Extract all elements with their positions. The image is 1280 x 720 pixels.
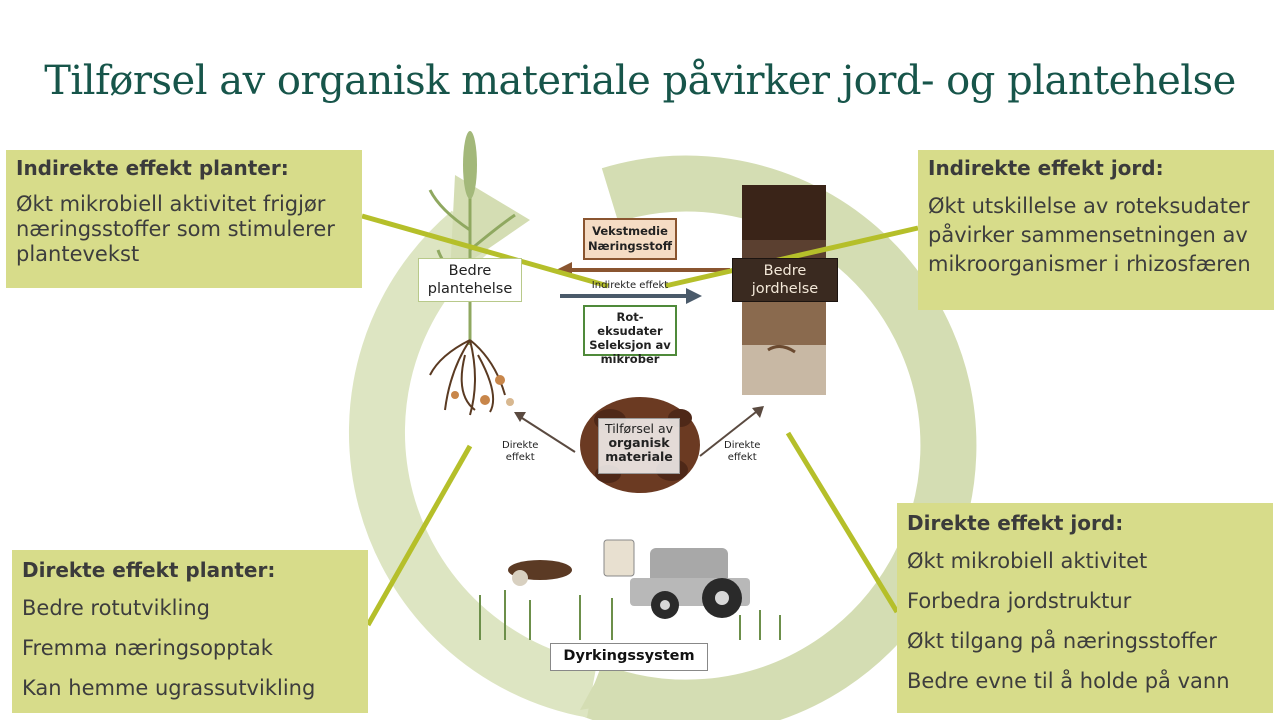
list-item: Forbedra jordstruktur bbox=[907, 589, 1132, 613]
list-item: Fremma næringsopptak bbox=[22, 636, 273, 660]
label-line: organisk bbox=[608, 435, 670, 450]
box-text: Økt utskillelse av roteksudater påvirker… bbox=[928, 194, 1251, 276]
list-item: Kan hemme ugrassutvikling bbox=[22, 676, 316, 700]
farming-system-illustration bbox=[479, 539, 781, 640]
roots-illustration bbox=[429, 339, 514, 416]
direct-effect-left-label: Direkte effekt bbox=[502, 440, 538, 464]
label-line: mikrober bbox=[600, 352, 660, 366]
organic-input-label: Tilførsel av organisk materiale bbox=[598, 418, 680, 474]
indirect-effect-label: Indirekte effekt bbox=[591, 280, 669, 291]
box-text: Økt mikrobiell aktivitet frigjør nærings… bbox=[16, 192, 335, 266]
label-line: effekt bbox=[727, 452, 757, 463]
root-exudates-label: Rot-eksudater Seleksjon av mikrober bbox=[583, 305, 677, 366]
box-heading: Indirekte effekt jord: bbox=[928, 156, 1164, 180]
growth-medium-label: Vekstmedie Næringsstoff bbox=[583, 218, 677, 260]
label-line: materiale bbox=[605, 449, 673, 464]
label-line: effekt bbox=[505, 452, 535, 463]
box-heading: Direkte effekt jord: bbox=[907, 511, 1124, 535]
page-title: Tilførsel av organisk materiale påvirker… bbox=[44, 58, 1236, 104]
list-item: Økt tilgang på næringsstoffer bbox=[907, 629, 1217, 653]
indirect-effect-plants-box: Indirekte effekt planter: Økt mikrobiell… bbox=[6, 150, 362, 288]
label-line: Vekstmedie bbox=[592, 224, 668, 238]
label-line: jordhelse bbox=[751, 281, 819, 297]
exchange-arrows bbox=[556, 262, 730, 304]
label-line: Tilførsel av bbox=[604, 421, 674, 436]
box-heading: Indirekte effekt planter: bbox=[16, 156, 289, 180]
label-line: Direkte bbox=[724, 440, 761, 451]
box-heading: Direkte effekt planter: bbox=[22, 558, 276, 582]
cropping-system-label: Dyrkingssystem bbox=[550, 643, 708, 671]
label-line: Rot-eksudater bbox=[597, 310, 663, 338]
list-item: Bedre rotutvikling bbox=[22, 596, 210, 620]
label-line: Bedre bbox=[763, 263, 807, 279]
label-line: Seleksjon av bbox=[589, 338, 671, 352]
label-line: Bedre bbox=[448, 263, 492, 279]
connector-lines bbox=[361, 213, 919, 627]
direct-effect-plants-box: Direkte effekt planter: Bedre rotutvikli… bbox=[12, 550, 368, 713]
direct-effect-soil-box: Direkte effekt jord: Økt mikrobiell akti… bbox=[897, 503, 1273, 713]
indirect-effect-soil-box: Indirekte effekt jord: Økt utskillelse a… bbox=[918, 150, 1274, 310]
plant-health-label: Bedre plantehelse bbox=[418, 258, 522, 302]
soil-health-label: Bedre jordhelse bbox=[732, 258, 838, 302]
label-line: plantehelse bbox=[427, 281, 513, 297]
label-line: Direkte bbox=[502, 440, 539, 451]
list-item: Økt mikrobiell aktivitet bbox=[907, 549, 1148, 573]
label-line: Næringsstoff bbox=[587, 239, 673, 253]
direct-effect-right-label: Direkte effekt bbox=[724, 440, 760, 464]
direct-effect-arrows bbox=[514, 406, 764, 457]
list-item: Bedre evne til å holde på vann bbox=[907, 669, 1230, 693]
